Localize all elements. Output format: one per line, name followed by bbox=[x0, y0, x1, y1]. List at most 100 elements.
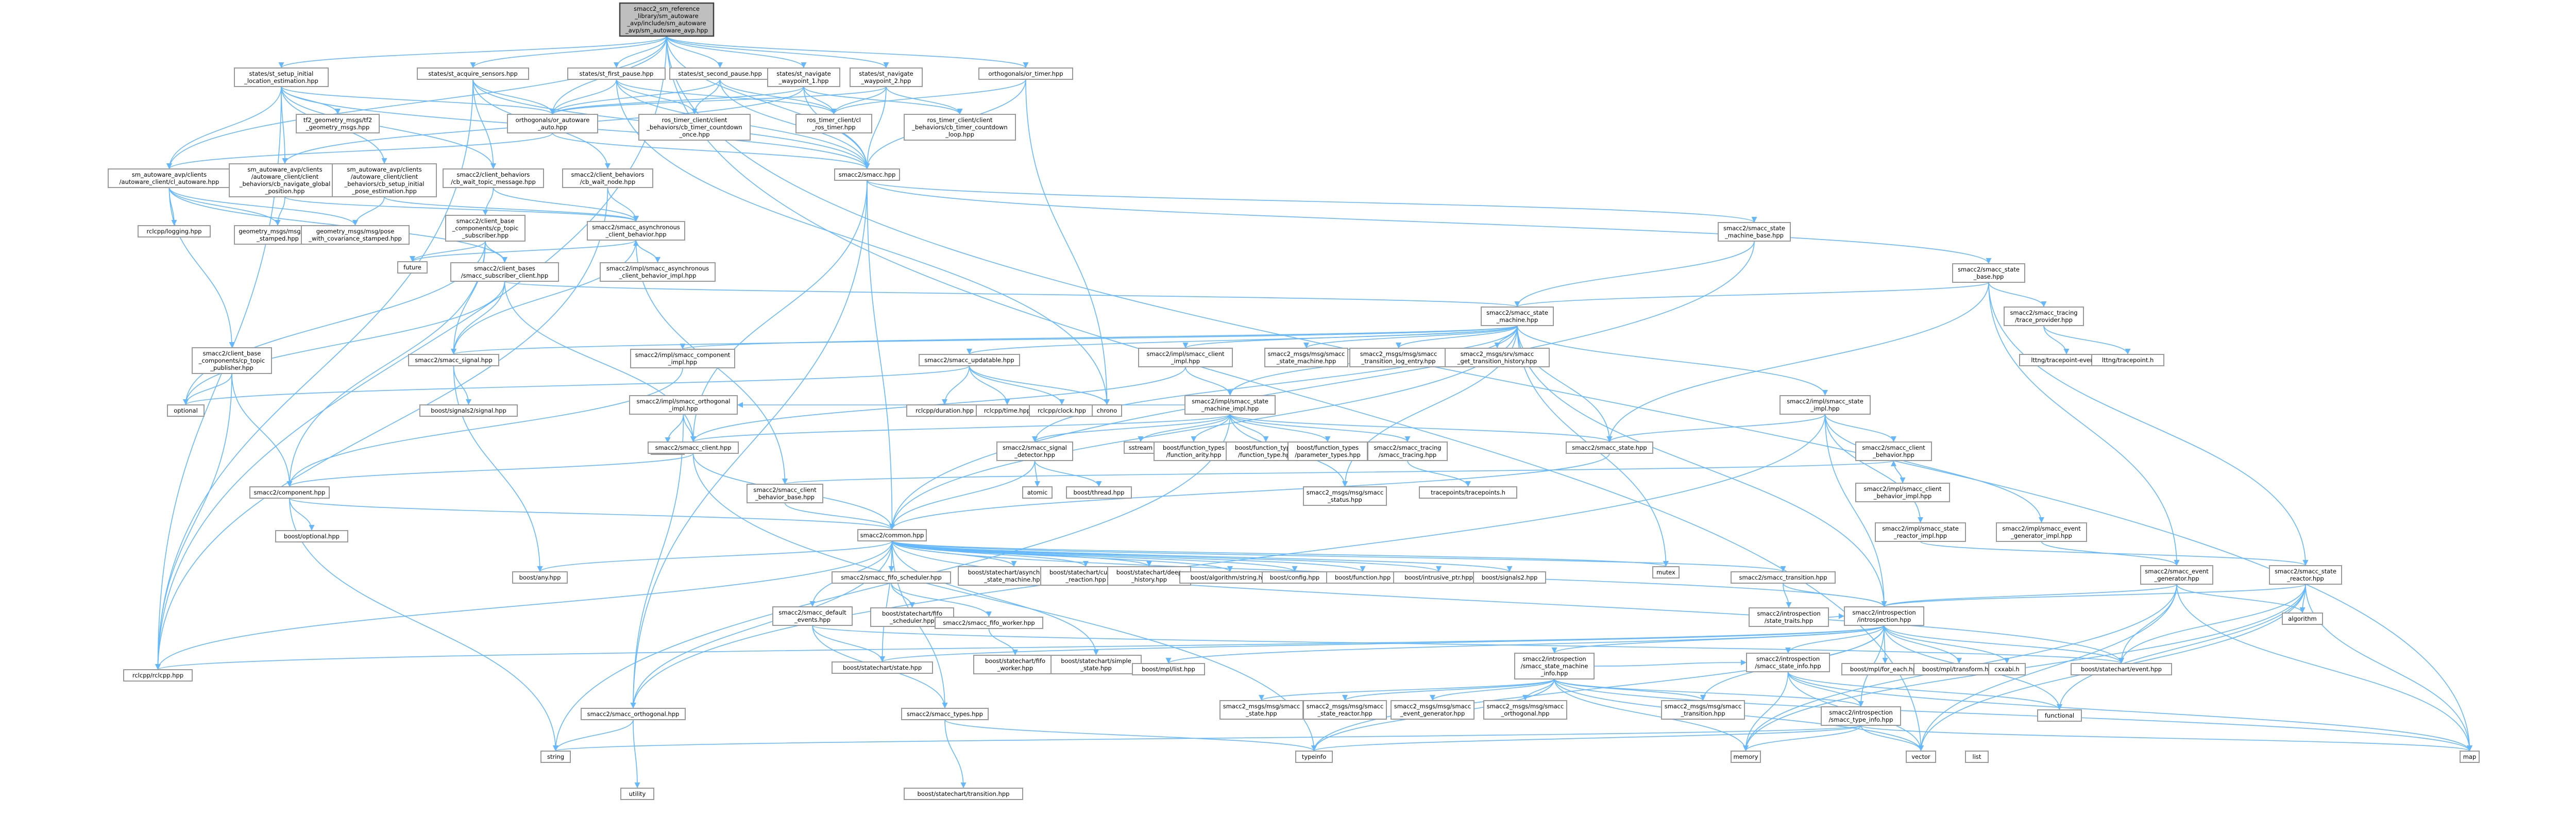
node-mpl-list[interactable]: boost/mpl/list.hpp bbox=[1132, 663, 1205, 675]
node-string[interactable]: string bbox=[540, 751, 571, 763]
node-boost-signals2[interactable]: boost/signals2/signal.hpp bbox=[419, 404, 518, 417]
node-event-generator[interactable]: smacc2/smacc_event_generator.hpp bbox=[2140, 565, 2213, 585]
node-state-machine-base[interactable]: smacc2/smacc_state_machine_base.hpp bbox=[1718, 222, 1791, 242]
node-boost-config[interactable]: boost/config.hpp bbox=[1262, 571, 1328, 584]
node-map[interactable]: map bbox=[2460, 751, 2480, 763]
node-updatable[interactable]: smacc2/smacc_updatable.hpp bbox=[919, 354, 1020, 366]
node-boost-thread[interactable]: boost/thread.hpp bbox=[1066, 486, 1132, 499]
node-ft-param[interactable]: boost/function_types/parameter_types.hpp bbox=[1287, 441, 1368, 461]
node-atomic[interactable]: atomic bbox=[1022, 486, 1053, 499]
node-async-cb[interactable]: smacc2/smacc_asynchronous_client_behavio… bbox=[587, 221, 685, 241]
node-boost-function[interactable]: boost/function.hpp bbox=[1326, 571, 1399, 584]
node-ft-arity[interactable]: boost/function_types/function_arity.hpp bbox=[1154, 441, 1234, 461]
node-state-reactor[interactable]: smacc2/smacc_state_reactor.hpp bbox=[2269, 565, 2342, 585]
node-default-events[interactable]: smacc2/smacc_default_events.hpp bbox=[772, 606, 853, 626]
node-future[interactable]: future bbox=[397, 261, 428, 274]
node-msg-reactor[interactable]: smacc2_msgs/msg/smacc_state_reactor.hpp bbox=[1303, 700, 1387, 720]
node-state-base[interactable]: smacc2/smacc_state_base.hpp bbox=[1952, 263, 2025, 283]
node-client-behavior[interactable]: smacc2/smacc_client_behavior.hpp bbox=[1855, 441, 1932, 461]
node-orth-timer[interactable]: orthogonals/or_timer.hpp bbox=[978, 67, 1073, 80]
node-orth-impl[interactable]: smacc2/impl/smacc_orthogonal_impl.hpp bbox=[629, 395, 738, 415]
node-sc-fifo-worker[interactable]: boost/statechart/fifo_worker.hpp bbox=[973, 655, 1057, 674]
node-rclcpp-duration[interactable]: rclcpp/duration.hpp bbox=[906, 404, 983, 417]
node-boost-optional[interactable]: boost/optional.hpp bbox=[275, 530, 348, 542]
node-msg-orth[interactable]: smacc2_msgs/msg/smacc_orthogonal.hpp bbox=[1483, 700, 1567, 720]
node-rclcpp-time[interactable]: rclcpp/time.hpp bbox=[976, 404, 1039, 417]
node-intrusive-ptr[interactable]: boost/intrusive_ptr.hpp bbox=[1393, 571, 1484, 584]
node-fifo-worker[interactable]: smacc2/smacc_fifo_worker.hpp bbox=[935, 617, 1043, 629]
node-cb-setup-pose[interactable]: sm_autoware_avp/clients/autoware_client/… bbox=[332, 163, 437, 197]
node-or-autoware[interactable]: orthogonals/or_autoware_auto.hpp bbox=[507, 114, 598, 133]
node-f2-geom[interactable]: tf2_geometry_msgs/tf2_geometry_msgs.hpp bbox=[296, 114, 380, 133]
node-tracing[interactable]: smacc2/smacc_tracing/smacc_tracing.hpp bbox=[1367, 441, 1448, 461]
node-functional[interactable]: functional bbox=[2037, 709, 2082, 722]
node-msg-log[interactable]: smacc2_msgs/msg/smacc_transition_log_ent… bbox=[1349, 348, 1448, 367]
node-optional[interactable]: optional bbox=[167, 404, 205, 417]
node-vector[interactable]: vector bbox=[1906, 751, 1936, 763]
node-st-nav1[interactable]: states/st_navigate_waypoint_1.hpp bbox=[767, 67, 840, 87]
node-lttng-event[interactable]: lttng/tracepoint-event.h bbox=[2019, 354, 2114, 366]
node-client-hpp[interactable]: smacc2/smacc_client.hpp bbox=[648, 441, 739, 454]
node-msg-transition[interactable]: smacc2_msgs/msg/smacc_transition.hpp bbox=[1661, 700, 1745, 720]
node-algorithm[interactable]: algorithm bbox=[2282, 613, 2323, 625]
node-trace-provider[interactable]: smacc2/smacc_tracing/trace_provider.hpp bbox=[2004, 307, 2084, 326]
node-msg-evgen[interactable]: smacc2_msgs/msg/smacc_event_generator.hp… bbox=[1391, 700, 1475, 720]
node-lttng-tp[interactable]: lttng/tracepoint.h bbox=[2091, 354, 2164, 366]
node-typeinfo[interactable]: typeinfo bbox=[1295, 751, 1333, 763]
node-sc-async[interactable]: boost/statechart/asynchronous_state_mach… bbox=[958, 566, 1070, 586]
node-sig-detector[interactable]: smacc2/smacc_signal_detector.hpp bbox=[996, 441, 1073, 461]
node-sstream[interactable]: sstream bbox=[1124, 441, 1158, 454]
node-root[interactable]: smacc2_sm_reference_library/sm_autoware_… bbox=[619, 2, 715, 37]
node-pose-cov[interactable]: geometry_msgs/msg/pose_with_covariance_s… bbox=[301, 225, 410, 245]
node-component-hpp[interactable]: smacc2/component.hpp bbox=[249, 486, 330, 499]
node-rclcpp-clock[interactable]: rclcpp/clock.hpp bbox=[1029, 404, 1095, 417]
node-memory[interactable]: memory bbox=[1731, 751, 1761, 763]
node-rclcpp-logging[interactable]: rclcpp/logging.hpp bbox=[138, 225, 211, 237]
node-reactor-impl[interactable]: smacc2/impl/smacc_state_reactor_impl.hpp bbox=[1875, 522, 1966, 542]
node-st-second[interactable]: states/st_second_pause.hpp bbox=[669, 67, 771, 80]
node-sc-transition[interactable]: boost/statechart/transition.hpp bbox=[904, 788, 1023, 800]
node-async-cb-impl[interactable]: smacc2/impl/smacc_asynchronous_client_be… bbox=[600, 262, 716, 282]
node-sc-simple[interactable]: boost/statechart/simple_state.hpp bbox=[1050, 655, 1142, 674]
node-type-info[interactable]: smacc2/introspection/smacc_type_info.hpp bbox=[1821, 706, 1901, 726]
node-types-hpp[interactable]: smacc2/smacc_types.hpp bbox=[901, 708, 989, 720]
node-tracepoints[interactable]: tracepoints/tracepoints.h bbox=[1419, 486, 1517, 499]
node-introspection[interactable]: smacc2/introspection/introspection.hpp bbox=[1844, 606, 1924, 626]
node-cb-nav-goal[interactable]: sm_autoware_avp/clients/autoware_client/… bbox=[229, 163, 341, 197]
node-cxxabi[interactable]: cxxabi.h bbox=[1988, 663, 2026, 675]
node-state-hpp[interactable]: smacc2/smacc_state.hpp bbox=[1566, 441, 1653, 454]
node-sc-state[interactable]: boost/statechart/state.hpp bbox=[832, 661, 933, 674]
node-boost-any[interactable]: boost/any.hpp bbox=[512, 571, 568, 584]
node-subscriber-client[interactable]: smacc2/client_bases/smacc_subscriber_cli… bbox=[450, 262, 559, 282]
node-cb-wait-node[interactable]: smacc2/client_behaviors/cb_wait_node.hpp bbox=[562, 168, 653, 188]
node-st-init[interactable]: states/st_setup_initial_location_estimat… bbox=[234, 67, 329, 87]
node-orthogonal-hpp[interactable]: smacc2/smacc_orthogonal.hpp bbox=[581, 708, 686, 720]
node-ros-timer[interactable]: ros_timer_client/cl_ros_timer.hpp bbox=[795, 114, 872, 133]
node-chrono[interactable]: chrono bbox=[1092, 404, 1122, 417]
node-cp-topic-pub[interactable]: smacc2/client_base_components/cp_topic_p… bbox=[192, 347, 272, 374]
node-transition[interactable]: smacc2/smacc_transition.hpp bbox=[1731, 571, 1836, 584]
node-cb-timer-loop[interactable]: ros_timer_client/client_behaviors/cb_tim… bbox=[904, 114, 1016, 141]
node-component-impl[interactable]: smacc2/impl/smacc_component_impl.hpp bbox=[630, 349, 735, 368]
node-cb-base[interactable]: smacc2/smacc_client_behavior_base.hpp bbox=[747, 484, 823, 503]
node-cb-wait-topic[interactable]: smacc2/client_behaviors/cb_wait_topic_me… bbox=[443, 168, 544, 188]
node-rclcpp[interactable]: rclcpp/rclcpp.hpp bbox=[123, 669, 193, 682]
node-state-machine[interactable]: smacc2/smacc_state_machine.hpp bbox=[1481, 307, 1554, 326]
node-sc-event[interactable]: boost/statechart/event.hpp bbox=[2071, 663, 2172, 675]
node-cb-timer-once[interactable]: ros_timer_client/client_behaviors/cb_tim… bbox=[638, 114, 751, 141]
node-list[interactable]: list bbox=[1965, 751, 1989, 763]
node-cp-topic-sub[interactable]: smacc2/client_base_components/cp_topic_s… bbox=[445, 215, 526, 242]
node-utility[interactable]: utility bbox=[620, 788, 654, 800]
node-st-acq[interactable]: states/st_acquire_sensors.hpp bbox=[417, 67, 529, 80]
node-sc-deep[interactable]: boost/statechart/deep_history.hpp bbox=[1107, 566, 1191, 586]
node-boost-signals2b[interactable]: boost/signals2.hpp bbox=[1473, 571, 1546, 584]
node-state-impl[interactable]: smacc2/impl/smacc_state_impl.hpp bbox=[1780, 395, 1871, 415]
node-cb-impl[interactable]: smacc2/impl/smacc_client_behavior_impl.h… bbox=[1855, 483, 1950, 502]
node-client-impl[interactable]: smacc2/impl/smacc_client_impl.hpp bbox=[1138, 348, 1233, 367]
node-state-traits[interactable]: smacc2/introspection/state_traits.hpp bbox=[1749, 607, 1829, 627]
node-st-first[interactable]: states/st_first_pause.hpp bbox=[567, 67, 666, 80]
node-srv-hist[interactable]: smacc2_msgs/srv/smacc_get_transition_his… bbox=[1445, 348, 1550, 367]
node-st-nav2[interactable]: states/st_navigate_waypoint_2.hpp bbox=[850, 67, 923, 87]
node-fifo-sched[interactable]: smacc2/smacc_fifo_scheduler.hpp bbox=[832, 571, 951, 584]
node-msg-status[interactable]: smacc2_msgs/msg/smacc_status.hpp bbox=[1303, 486, 1387, 506]
